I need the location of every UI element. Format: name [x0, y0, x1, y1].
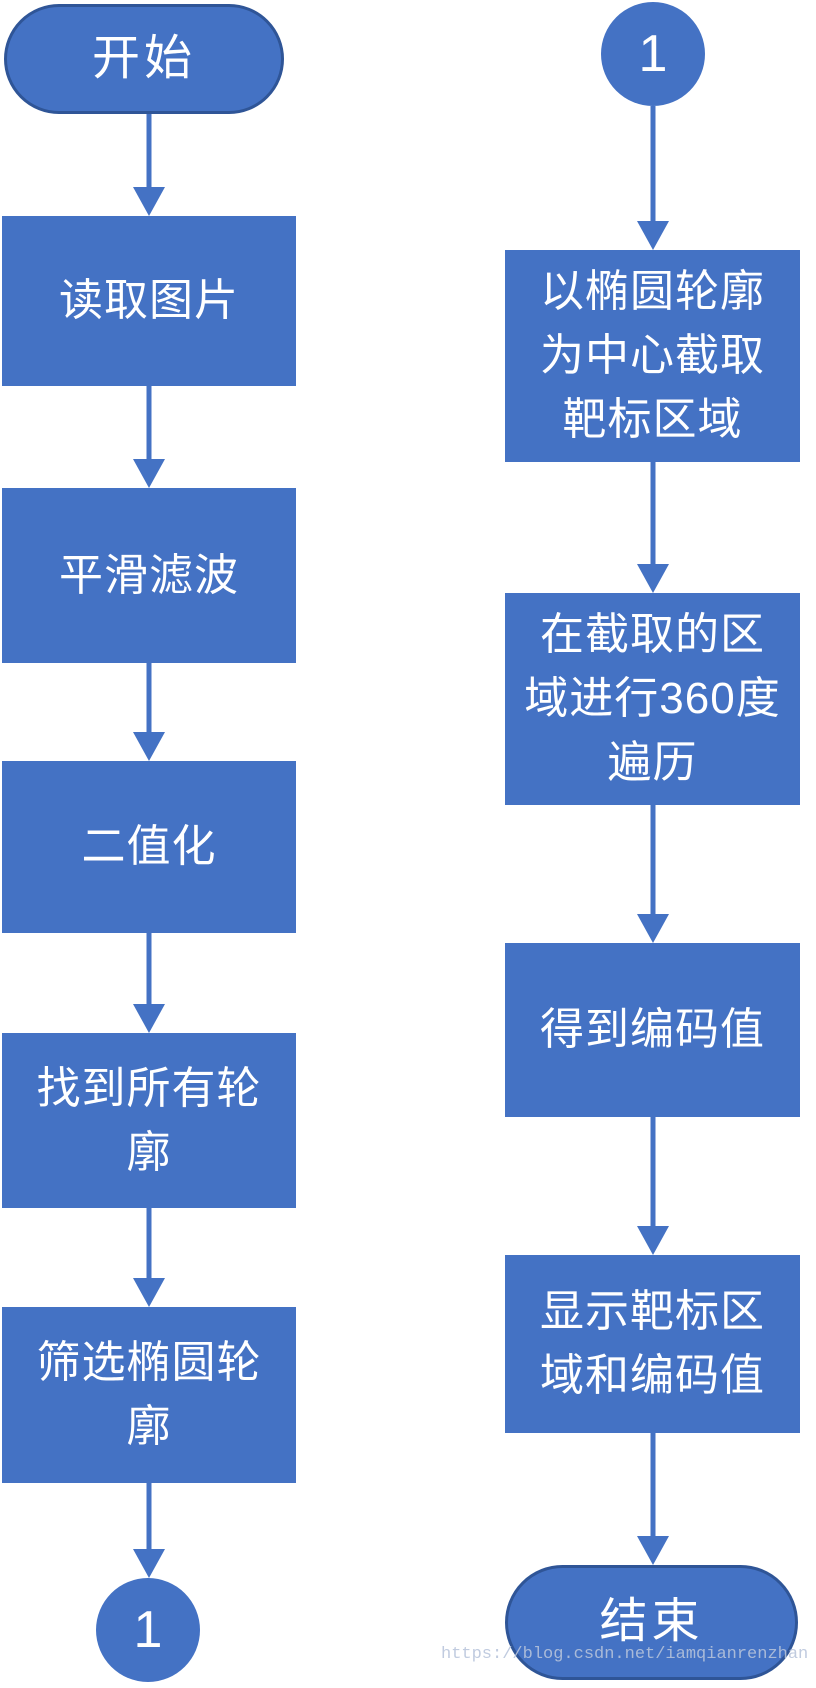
arrow-shaft [146, 933, 152, 1006]
arrow-shaft [650, 1433, 656, 1538]
arrow-down-icon [133, 1483, 165, 1578]
arrow-shaft [650, 1117, 656, 1228]
arrowhead-icon [637, 1226, 669, 1255]
arrow-shaft [146, 386, 152, 461]
arrow-down-icon [133, 663, 165, 761]
arrowhead-icon [637, 1536, 669, 1565]
arrowhead-icon [133, 459, 165, 488]
arrow-shaft [650, 106, 656, 223]
arrow-down-icon [133, 933, 165, 1033]
arrow-shaft [650, 805, 656, 916]
arrowhead-icon [133, 187, 165, 216]
connector-1-left-label: 1 [133, 1601, 163, 1659]
flow-node-display-result-label: 显示靶标区 域和编码值 [540, 1287, 765, 1400]
arrow-down-icon [133, 386, 165, 488]
arrow-down-icon [133, 114, 165, 216]
arrow-shaft [650, 462, 656, 566]
arrow-down-icon [637, 1433, 669, 1565]
flow-node-traverse-360-degrees: 在截取的区 域进行360度 遍历 [505, 593, 800, 805]
flow-node-get-code-value: 得到编码值 [505, 943, 800, 1117]
flow-node-get-code-value-label: 得到编码值 [540, 1005, 765, 1054]
flow-node-find-all-contours: 找到所有轮 廓 [2, 1033, 296, 1208]
arrow-shaft [146, 663, 152, 734]
flow-node-smoothing-filter: 平滑滤波 [2, 488, 296, 663]
flow-node-end-label: 结束 [599, 1595, 704, 1649]
flow-node-filter-ellipse-contours: 筛选椭圆轮 廓 [2, 1307, 296, 1483]
arrowhead-icon [133, 1004, 165, 1033]
arrow-down-icon [637, 805, 669, 943]
flow-node-binarization: 二值化 [2, 761, 296, 933]
connector-1-left: 1 [96, 1578, 200, 1682]
flow-node-read-image: 读取图片 [2, 216, 296, 386]
arrow-shaft [146, 1483, 152, 1551]
arrowhead-icon [637, 914, 669, 943]
flow-node-crop-target-region: 以椭圆轮廓 为中心截取 靶标区域 [505, 250, 800, 462]
arrow-down-icon [637, 106, 669, 250]
flow-node-start-label: 开始 [91, 31, 196, 85]
arrow-down-icon [637, 462, 669, 593]
flow-node-traverse-360-degrees-label: 在截取的区 域进行360度 遍历 [524, 610, 781, 787]
flow-node-smoothing-filter-label: 平滑滤波 [59, 550, 239, 600]
flow-node-start: 开始 [4, 4, 284, 114]
flow-node-crop-target-region-label: 以椭圆轮廓 为中心截取 靶标区域 [540, 267, 765, 444]
flow-node-find-all-contours-label: 找到所有轮 廓 [36, 1063, 262, 1177]
flow-node-binarization-label: 二值化 [81, 822, 217, 871]
flow-node-filter-ellipse-contours-label: 筛选椭圆轮 廓 [36, 1338, 262, 1451]
flow-node-display-result: 显示靶标区 域和编码值 [505, 1255, 800, 1433]
connector-1-right: 1 [601, 2, 705, 106]
arrow-down-icon [133, 1208, 165, 1307]
connector-1-right-label: 1 [638, 25, 668, 83]
arrowhead-icon [133, 732, 165, 761]
arrowhead-icon [133, 1278, 165, 1307]
arrow-shaft [146, 114, 152, 189]
arrowhead-icon [133, 1549, 165, 1578]
arrowhead-icon [637, 221, 669, 250]
arrow-shaft [146, 1208, 152, 1280]
watermark-text: https://blog.csdn.net/iamqianrenzhan [441, 1645, 809, 1664]
flow-node-end: 结束 [505, 1565, 798, 1680]
flow-node-read-image-label: 读取图片 [59, 276, 239, 325]
arrowhead-icon [637, 564, 669, 593]
arrow-down-icon [637, 1117, 669, 1255]
